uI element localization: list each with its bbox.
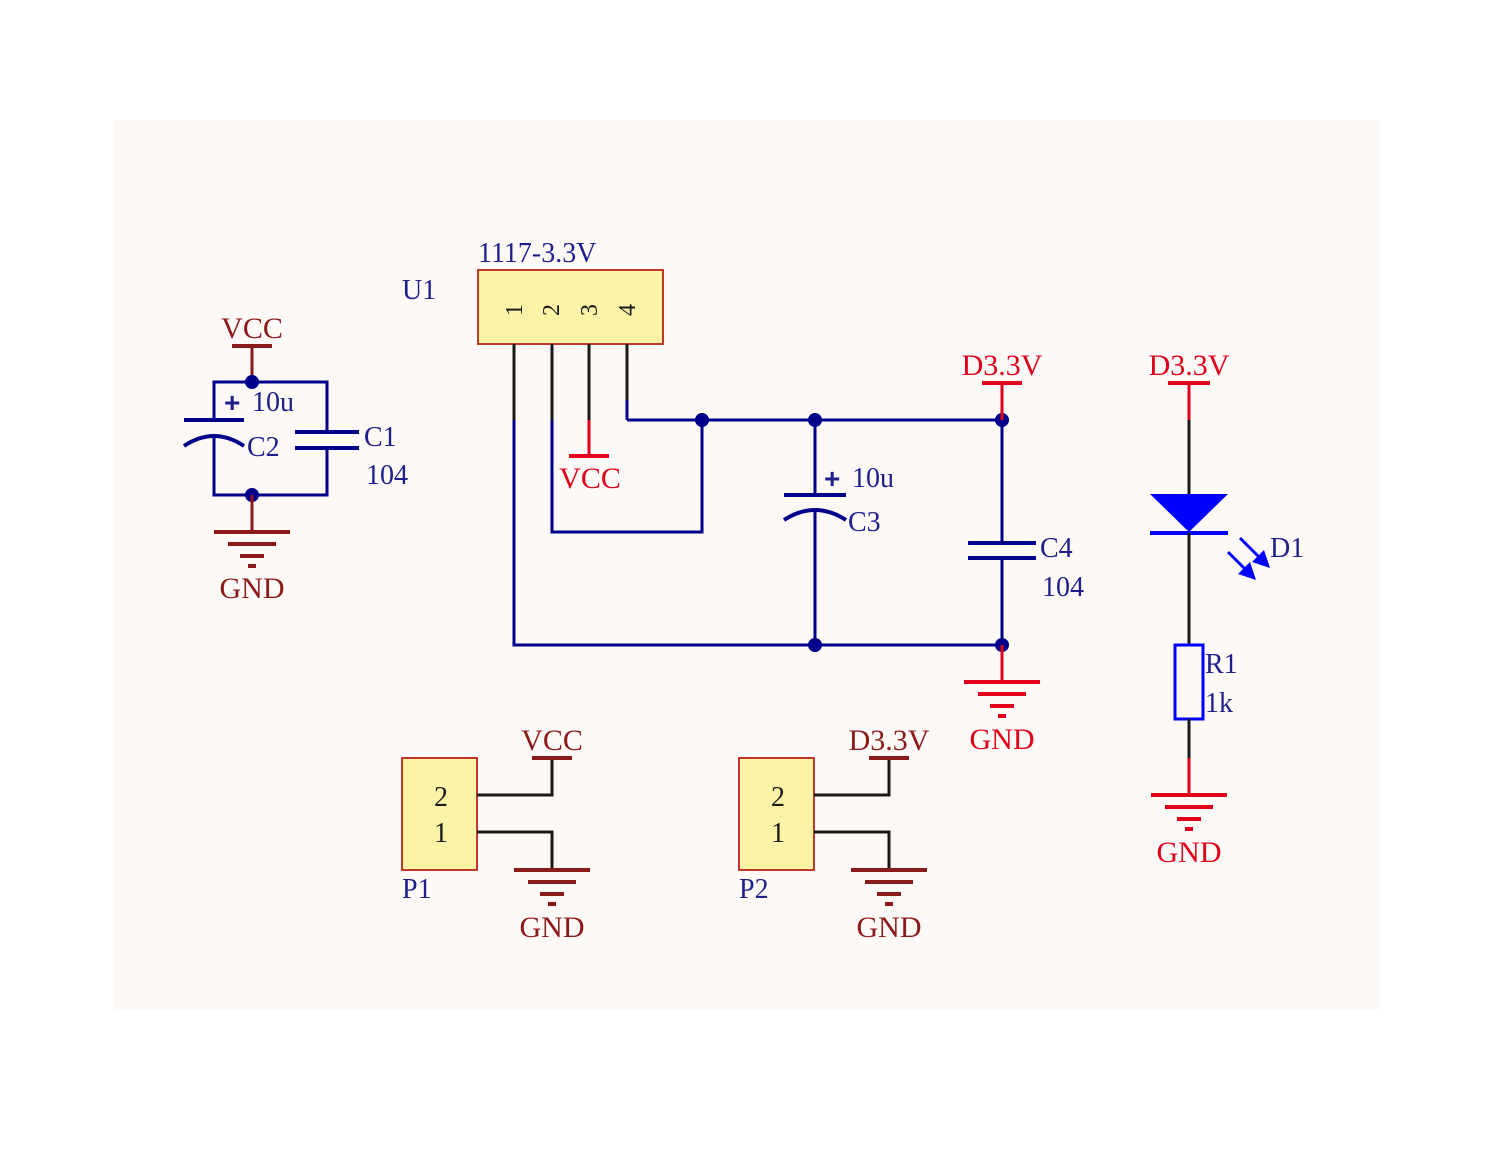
gnd-label: GND <box>220 572 285 605</box>
connector-p1-pin-2: 2 <box>434 782 448 813</box>
c3-plus: + <box>824 463 840 494</box>
connector-p1: 2 1 P1 VCC GND <box>401 724 590 944</box>
junction-dot <box>695 413 709 427</box>
regulator-vcc-label: VCC <box>559 462 621 495</box>
connector-p2-pin-2: 2 <box>771 782 785 813</box>
output-filter: + 10u C3 C4 104 D3.3V GND <box>782 349 1084 756</box>
c2-designator: C2 <box>247 432 280 463</box>
regulator-pin-1: 1 <box>502 304 528 316</box>
input-filter-bottom-wire <box>212 440 329 497</box>
gnd-label: GND <box>520 911 585 944</box>
regulator-u1: 1117-3.3V U1 1 2 3 4 VCC <box>402 238 1002 647</box>
connector-p1-body <box>401 757 478 871</box>
vcc-label: VCC <box>521 724 583 757</box>
vcc-label: VCC <box>221 312 283 345</box>
c1-gap <box>323 434 331 446</box>
regulator-body <box>477 269 664 345</box>
rail-label: D3.3V <box>1149 349 1230 382</box>
r1-value: 1k <box>1205 688 1233 719</box>
input-filter: VCC + 10u C2 C1 104 GND <box>182 312 408 605</box>
rail-label: D3.3V <box>962 349 1043 382</box>
led-diode-icon <box>1150 494 1228 532</box>
c2-plus: + <box>224 387 240 418</box>
c2-value: 10u <box>252 387 294 418</box>
regulator-pin-4: 4 <box>615 304 641 316</box>
connector-p1-designator: P1 <box>402 874 432 905</box>
p2-pin-2-wire <box>814 758 891 797</box>
p1-pin-1-wire <box>477 830 554 870</box>
connector-p2-pin-1: 1 <box>771 818 785 849</box>
rail-label: D3.3V <box>849 724 930 757</box>
d1-designator: D1 <box>1270 533 1304 564</box>
p1-pin-2-wire <box>477 758 554 797</box>
gnd-label: GND <box>1157 836 1222 869</box>
regulator-part-label: 1117-3.3V <box>478 238 596 269</box>
c3-value: 10u <box>852 463 894 494</box>
junction-dot <box>245 375 259 389</box>
c1-designator: C1 <box>364 422 397 453</box>
led-arrow-head <box>1238 562 1256 580</box>
connector-p2-body <box>738 757 815 871</box>
connector-p1-pin-1: 1 <box>434 818 448 849</box>
p2-pin-1-wire <box>814 830 891 870</box>
pin-1-wire <box>512 420 1002 647</box>
led-arrow-head <box>1252 550 1270 568</box>
c4-value: 104 <box>1042 572 1084 603</box>
c1-value: 104 <box>366 460 408 491</box>
pin-2-wire <box>550 420 704 534</box>
regulator-designator: U1 <box>402 275 436 306</box>
c3-designator: C3 <box>848 507 881 538</box>
connector-p2-designator: P2 <box>739 874 769 905</box>
c4-designator: C4 <box>1040 533 1073 564</box>
input-filter-top-wire <box>212 380 329 440</box>
gnd-label: GND <box>970 723 1035 756</box>
regulator-pin-3: 3 <box>577 304 603 316</box>
r1-designator: R1 <box>1205 649 1238 680</box>
led-circuit: D3.3V D1 R1 1k GND <box>1149 349 1305 869</box>
regulator-pin-2: 2 <box>539 304 565 316</box>
connector-p2: 2 1 P2 D3.3V GND <box>738 724 930 944</box>
gnd-label: GND <box>857 911 922 944</box>
